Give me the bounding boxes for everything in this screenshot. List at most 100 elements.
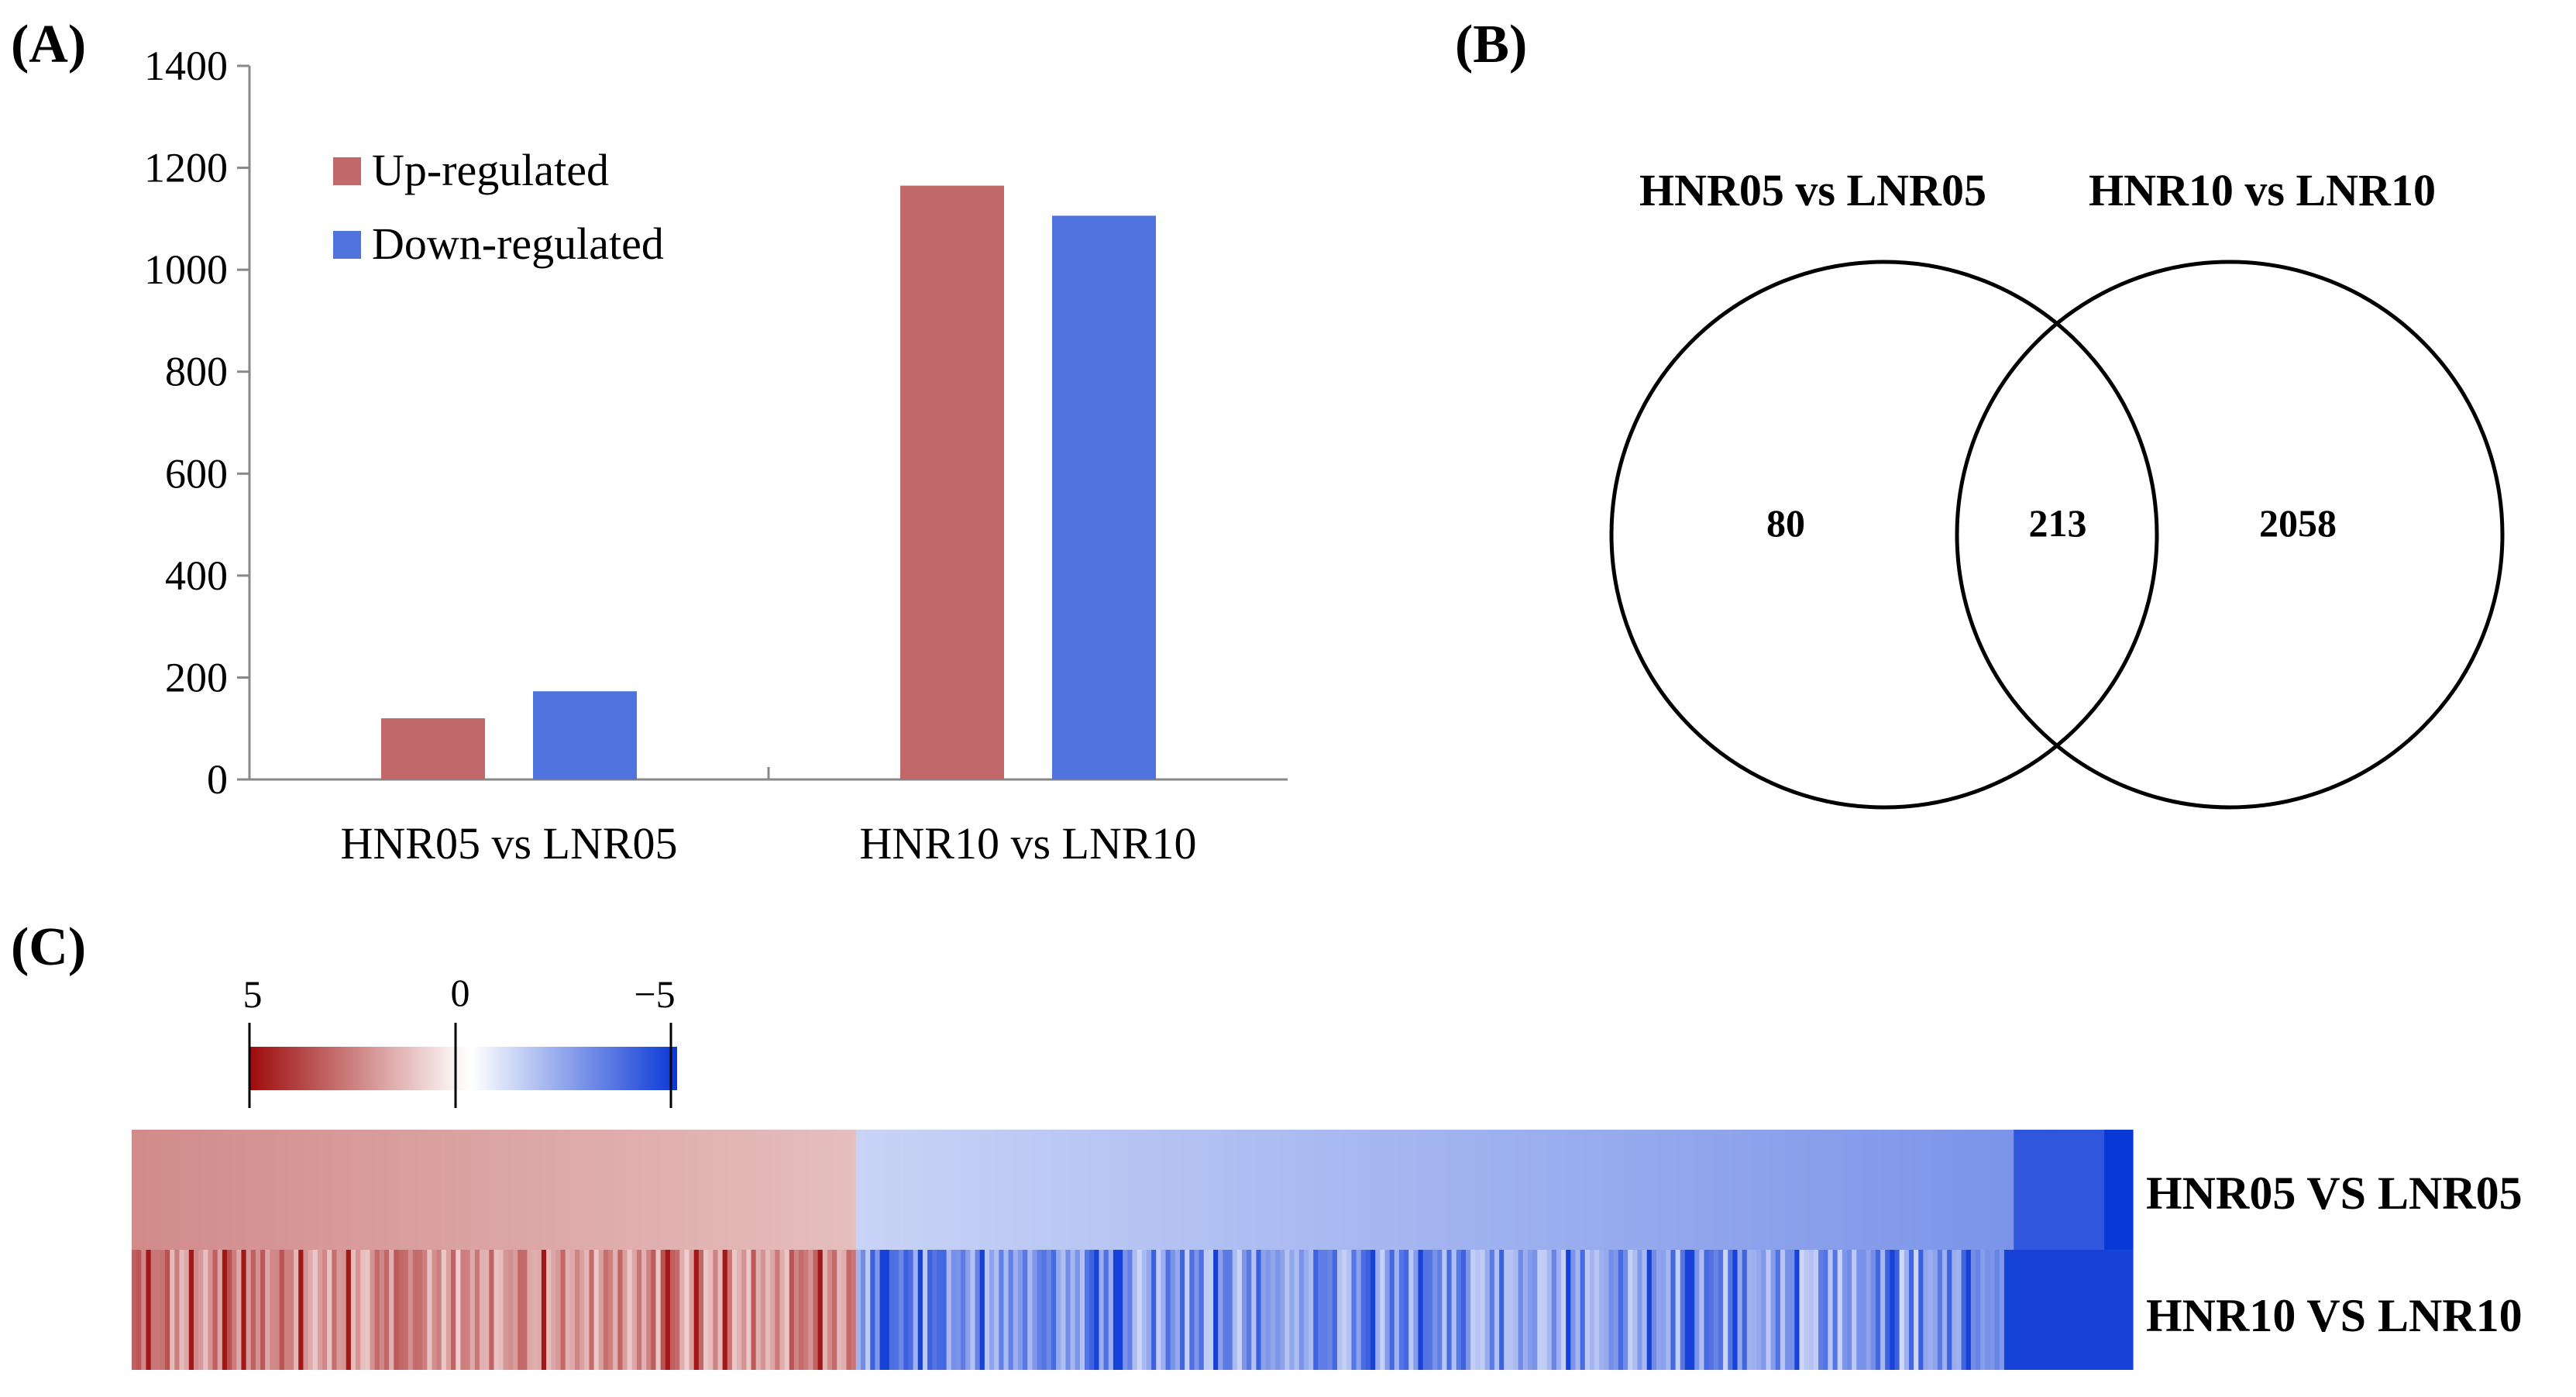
heatmap-cell bbox=[1842, 1250, 1848, 1370]
heatmap-cell bbox=[155, 1250, 161, 1370]
color-scale-bar bbox=[249, 1047, 677, 1090]
heatmap-cell bbox=[1208, 1130, 1214, 1250]
heatmap-cell bbox=[222, 1250, 228, 1370]
heatmap-cell bbox=[946, 1130, 952, 1250]
heatmap-cell bbox=[832, 1130, 837, 1250]
heatmap-cell bbox=[913, 1130, 919, 1250]
heatmap-cell bbox=[1023, 1130, 1028, 1250]
heatmap-cell bbox=[394, 1130, 399, 1250]
heatmap-cell bbox=[1799, 1250, 1805, 1370]
heatmap-cell bbox=[2023, 1130, 2029, 1250]
heatmap-cell bbox=[1542, 1130, 1548, 1250]
heatmap-cell bbox=[1732, 1250, 1739, 1370]
heatmap-cell bbox=[327, 1250, 332, 1370]
heatmap-cell bbox=[617, 1130, 624, 1250]
heatmap-cell bbox=[1804, 1130, 1810, 1250]
heatmap-cell bbox=[432, 1250, 438, 1370]
heatmap-cell bbox=[260, 1250, 266, 1370]
y-tick-label: 1400 bbox=[144, 43, 228, 89]
heatmap-cell bbox=[1761, 1130, 1767, 1250]
heatmap-cell bbox=[1008, 1130, 1014, 1250]
heatmap-cell bbox=[241, 1130, 247, 1250]
heatmap-cell bbox=[574, 1130, 580, 1250]
heatmap-cell bbox=[1684, 1250, 1690, 1370]
heatmap-cell bbox=[846, 1130, 852, 1250]
heatmap-cell bbox=[379, 1250, 385, 1370]
heatmap-cell bbox=[284, 1130, 290, 1250]
heatmap-cell bbox=[503, 1130, 509, 1250]
heatmap-cell bbox=[336, 1250, 342, 1370]
heatmap-cell bbox=[1584, 1130, 1591, 1250]
heatmap-cell bbox=[751, 1130, 757, 1250]
heatmap-cell bbox=[1017, 1130, 1023, 1250]
venn-set-1-title: HNR05 vs LNR05 bbox=[1639, 165, 1986, 215]
heatmap-cell bbox=[451, 1130, 456, 1250]
heatmap-cell bbox=[212, 1130, 218, 1250]
heatmap-cell bbox=[1313, 1130, 1319, 1250]
heatmap-cell bbox=[689, 1250, 695, 1370]
heatmap-cell bbox=[641, 1250, 647, 1370]
heatmap-cell bbox=[308, 1130, 314, 1250]
heatmap-cell bbox=[1298, 1130, 1305, 1250]
heatmap-cell bbox=[1037, 1250, 1043, 1370]
heatmap-cell bbox=[1466, 1130, 1471, 1250]
heatmap-cell bbox=[184, 1250, 190, 1370]
heatmap-cell bbox=[2052, 1250, 2058, 1370]
heatmap-cell bbox=[889, 1250, 895, 1370]
heatmap-cell bbox=[1880, 1250, 1886, 1370]
heatmap-cell bbox=[1942, 1250, 1948, 1370]
heatmap-cell bbox=[1037, 1130, 1043, 1250]
heatmap-cell bbox=[2123, 1250, 2129, 1370]
y-tick-label: 200 bbox=[165, 654, 228, 700]
heatmap-cell bbox=[250, 1250, 256, 1370]
heatmap-cell bbox=[1236, 1130, 1243, 1250]
heatmap-cell bbox=[1280, 1250, 1285, 1370]
heatmap-cell bbox=[1494, 1130, 1500, 1250]
heatmap-cell bbox=[1651, 1130, 1657, 1250]
heatmap-cell bbox=[2080, 1250, 2086, 1370]
heatmap-cell bbox=[494, 1250, 500, 1370]
heatmap-cell bbox=[445, 1250, 452, 1370]
heatmap-cell bbox=[422, 1130, 428, 1250]
heatmap-cell bbox=[1970, 1130, 1976, 1250]
heatmap-cell bbox=[1241, 1250, 1247, 1370]
heatmap-cell bbox=[1508, 1250, 1515, 1370]
heatmap-cell bbox=[527, 1250, 533, 1370]
heatmap-cell bbox=[569, 1130, 576, 1250]
heatmap-cell bbox=[541, 1130, 547, 1250]
heatmap-cell bbox=[846, 1250, 852, 1370]
heatmap-cell bbox=[2065, 1130, 2072, 1250]
heatmap-cell bbox=[522, 1130, 528, 1250]
heatmap-cell bbox=[527, 1130, 533, 1250]
heatmap-cell bbox=[522, 1250, 528, 1370]
heatmap-cell bbox=[327, 1130, 332, 1250]
heatmap-cell bbox=[1994, 1250, 2000, 1370]
heatmap-cell bbox=[1442, 1130, 1447, 1250]
heatmap-cell bbox=[365, 1130, 371, 1250]
heatmap-cell bbox=[1480, 1250, 1486, 1370]
heatmap-cell bbox=[270, 1250, 276, 1370]
y-tick-label: 1200 bbox=[144, 145, 228, 191]
heatmap-cell bbox=[2042, 1250, 2048, 1370]
heatmap-cell bbox=[1785, 1250, 1790, 1370]
heatmap-cell bbox=[608, 1250, 614, 1370]
heatmap-cell bbox=[1218, 1250, 1223, 1370]
heatmap-cell bbox=[1613, 1250, 1619, 1370]
heatmap-cell bbox=[1875, 1250, 1881, 1370]
heatmap-cell bbox=[546, 1130, 552, 1250]
legend-swatch-down bbox=[333, 231, 361, 259]
heatmap-cell bbox=[1132, 1130, 1138, 1250]
bar-up-1 bbox=[381, 718, 485, 779]
heatmap-cell bbox=[1628, 1130, 1633, 1250]
heatmap-cell bbox=[1504, 1130, 1509, 1250]
heatmap-cell bbox=[489, 1130, 494, 1250]
heatmap-cell bbox=[1732, 1130, 1739, 1250]
venn-count-only-1: 80 bbox=[1766, 501, 1805, 545]
heatmap-cell bbox=[203, 1130, 208, 1250]
heatmap-cell bbox=[465, 1130, 471, 1250]
heatmap-cell bbox=[1513, 1130, 1519, 1250]
heatmap-cell bbox=[631, 1130, 638, 1250]
heatmap-cell bbox=[160, 1250, 166, 1370]
heatmap-cell bbox=[2085, 1250, 2091, 1370]
heatmap-cell bbox=[1322, 1250, 1329, 1370]
